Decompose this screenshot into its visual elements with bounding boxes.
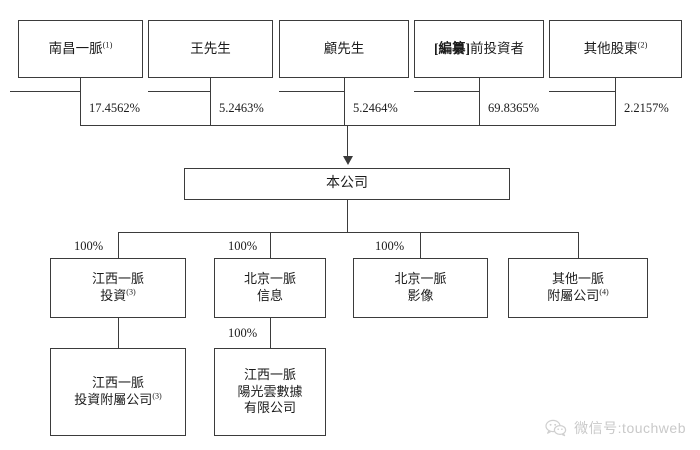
company-label: 本公司 (326, 176, 368, 192)
ladder-sep-5 (615, 91, 616, 125)
ladder-sep-1 (80, 91, 81, 125)
connector-drop-4 (479, 78, 480, 91)
connector-company-to-bus (347, 200, 348, 232)
leaf-drop-1 (118, 318, 119, 348)
watermark: 微信号:touchweb (545, 418, 686, 438)
ladder-rail-top-5 (549, 91, 616, 92)
subsidiary-percent-1: 100% (74, 239, 104, 253)
connector-drop-1 (80, 78, 81, 91)
subsidiary-label: 北京一脈 信息 (243, 271, 296, 303)
percent-cell-1: 17.4562% (81, 91, 209, 125)
subsidiary-drop-3 (420, 232, 421, 258)
subsidiary-box-beijing-yimai-imaging: 北京一脈 影像 (353, 258, 488, 318)
subsidiary-box-beijing-yimai-information: 北京一脈 信息 (214, 258, 326, 318)
percent-value: 5.2464% (353, 100, 398, 115)
footnote-marker: (3) (152, 391, 162, 401)
subsidiary-percent-2: 100% (228, 239, 258, 253)
subsidiary-drop-4 (578, 232, 579, 258)
leaf-box-jiangxi-yimai-investment-subsidiaries: 江西一脈 投資附屬公司(3) (50, 348, 186, 436)
leaf-percent-2: 100% (228, 326, 258, 340)
shareholder-label: 其他股東(2) (583, 40, 648, 57)
percent-value: 5.2463% (219, 100, 264, 115)
leaf-label: 江西一脈 陽光雲數據 有限公司 (237, 367, 303, 416)
percent-value: 69.8365% (488, 100, 540, 115)
subsidiary-box-jiangxi-yimai-investment: 江西一脈 投資(3) (50, 258, 186, 318)
leaf-label: 江西一脈 投資附屬公司(3) (74, 375, 162, 407)
subsidiary-bus (118, 232, 578, 233)
shareholder-label: 南昌一脈(1) (48, 40, 113, 57)
shareholder-box-pre-listing-investors: [編纂]前投資者 (414, 20, 544, 78)
shareholder-label: [編纂]前投資者 (434, 41, 524, 57)
percent-cell-3: 5.2464% (345, 91, 478, 125)
shareholder-box-nanchang-yimai: 南昌一脈(1) (18, 20, 143, 78)
percent-cell-4: 69.8365% (480, 91, 614, 125)
percent-value: 2.2157% (624, 100, 669, 115)
shareholder-box-other-shareholders: 其他股東(2) (549, 20, 682, 78)
ladder-rail-top-3 (279, 91, 345, 92)
ladder-sep-2 (210, 91, 211, 125)
connector-drop-2 (210, 78, 211, 91)
subsidiary-drop-1 (118, 232, 119, 258)
shareholder-box-mr-gu: 顧先生 (279, 20, 409, 78)
wechat-icon (545, 419, 567, 437)
subsidiary-box-other-yimai-subsidiaries: 其他一脈 附屬公司(4) (508, 258, 648, 318)
footnote-marker: (4) (599, 287, 609, 297)
subsidiary-percent-3: 100% (375, 239, 405, 253)
connector-to-company (347, 125, 348, 158)
shareholder-label: 顧先生 (323, 41, 365, 57)
leaf-drop-2 (270, 318, 271, 348)
ladder-rail-top-4 (414, 91, 480, 92)
subsidiary-label: 其他一脈 附屬公司(4) (547, 271, 609, 303)
ladder-sep-3 (344, 91, 345, 125)
ladder-rail-top-1 (10, 91, 81, 92)
subsidiary-drop-2 (270, 232, 271, 258)
connector-drop-5 (615, 78, 616, 91)
percent-cell-2: 5.2463% (211, 91, 343, 125)
ladder-rail-top-2 (148, 91, 211, 92)
arrowhead-down-company (343, 156, 353, 165)
ladder-sep-4 (479, 91, 480, 125)
shareholder-box-mr-wang: 王先生 (148, 20, 273, 78)
connector-drop-3 (344, 78, 345, 91)
ladder-rail-bottom (80, 125, 616, 126)
subsidiary-label: 江西一脈 投資(3) (91, 271, 144, 303)
percent-value: 17.4562% (89, 100, 141, 115)
shareholder-label: 王先生 (190, 41, 231, 57)
leaf-box-jiangxi-yimai-sunshine-cloud-data: 江西一脈 陽光雲數據 有限公司 (214, 348, 326, 436)
footnote-marker: (1) (102, 40, 113, 50)
footnote-marker: (2) (637, 40, 648, 50)
footnote-marker: (3) (126, 287, 136, 297)
percent-cell-5: 2.2157% (616, 91, 696, 125)
company-box-main: 本公司 (184, 168, 510, 200)
watermark-text: 微信号:touchweb (574, 420, 686, 436)
subsidiary-label: 北京一脈 影像 (394, 271, 447, 303)
